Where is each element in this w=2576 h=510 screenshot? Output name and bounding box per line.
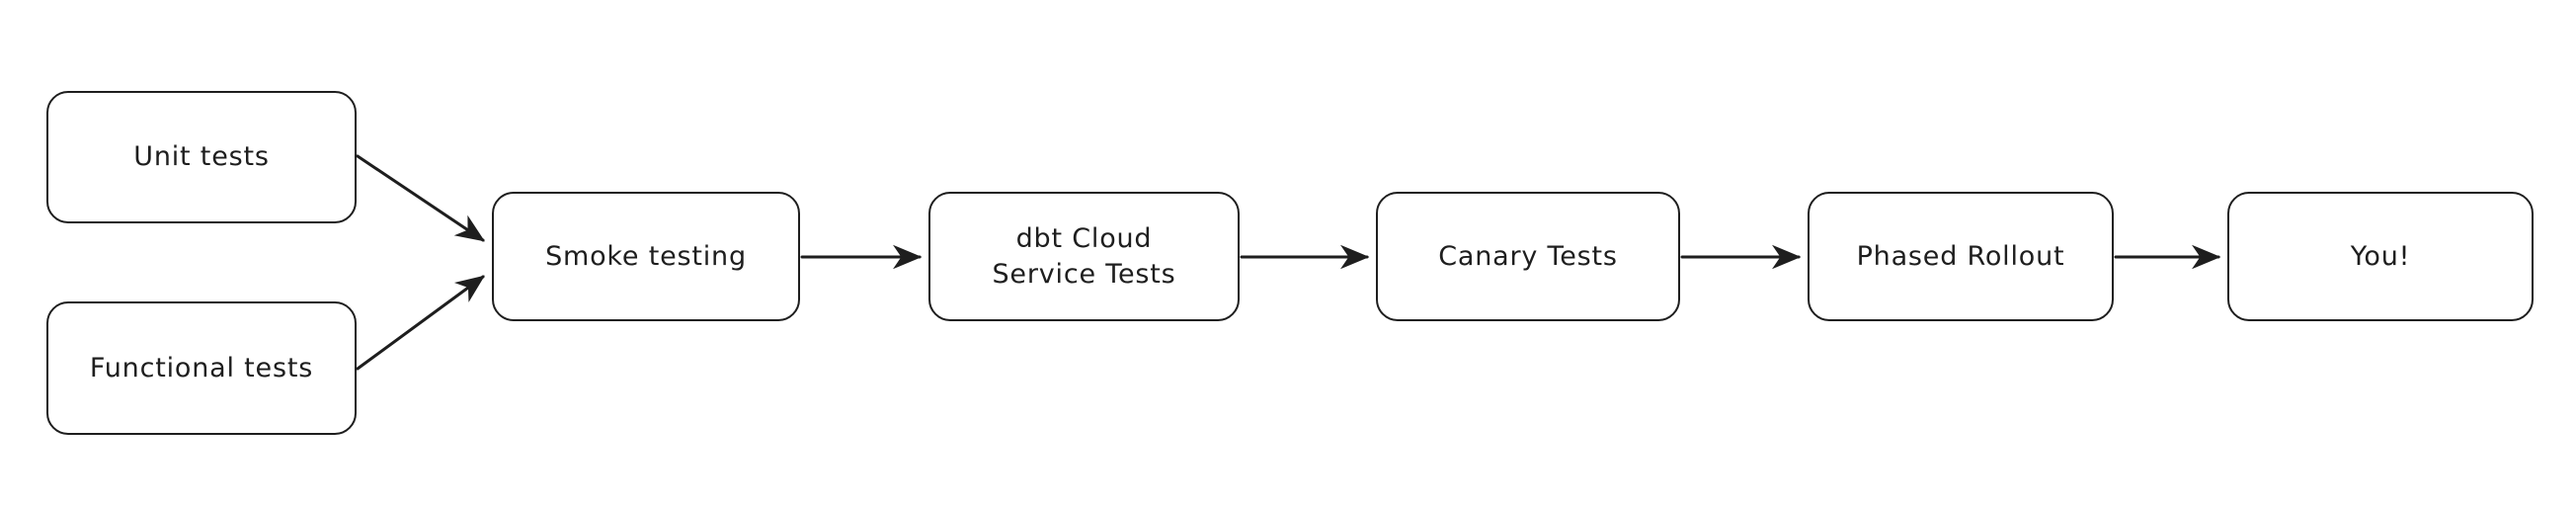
node-smoke-testing[interactable]: Smoke testing <box>492 192 800 321</box>
node-phased-rollout[interactable]: Phased Rollout <box>1808 192 2114 321</box>
node-unit-tests-label: Unit tests <box>133 141 270 173</box>
edge-functional-tests-to-smoke-testing <box>356 275 485 371</box>
node-phased-rollout-label: Phased Rollout <box>1856 240 2065 272</box>
node-unit-tests[interactable]: Unit tests <box>46 91 357 223</box>
node-dbt-cloud-service-tests[interactable]: dbt Cloud Service Tests <box>928 192 1240 321</box>
node-functional-tests-label: Functional tests <box>89 352 314 383</box>
node-you[interactable]: You! <box>2227 192 2534 321</box>
node-canary-tests-label: Canary Tests <box>1438 240 1618 272</box>
node-canary-tests[interactable]: Canary Tests <box>1376 192 1680 321</box>
node-you-label: You! <box>2350 240 2411 272</box>
edge-unit-tests-to-smoke-testing <box>356 154 485 242</box>
node-functional-tests[interactable]: Functional tests <box>46 301 357 435</box>
node-smoke-testing-label: Smoke testing <box>545 240 747 272</box>
node-dbt-cloud-service-tests-label: dbt Cloud Service Tests <box>992 222 1176 290</box>
